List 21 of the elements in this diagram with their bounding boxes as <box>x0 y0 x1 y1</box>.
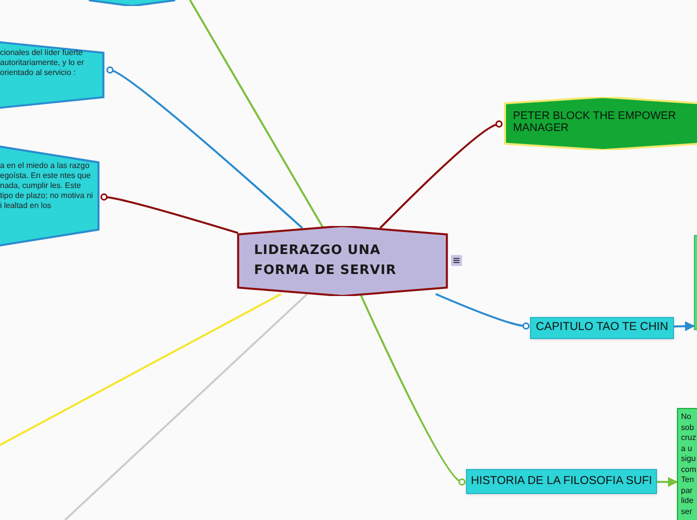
topic-text: LIDERAZGO UNA FORMA DE SERVIR <box>254 242 398 280</box>
topic-text: PETER BLOCK THE EMPOWER MANAGER <box>513 110 677 134</box>
topic-text: HISTORIA DE LA FILOSOFIA SUFI <box>470 474 652 489</box>
topic-hexagon <box>0 38 106 112</box>
topic-box <box>530 317 674 339</box>
topic-text: a en el miedo a las razgo egoísta. En este ntes que nada, cumplir les. Este tipo de plazo; no motiva ni i lealtad en los <box>0 161 94 211</box>
connector-line <box>655 476 678 487</box>
topic-text: CAPITULO TAO TE CHIN <box>536 320 668 336</box>
topic-text: No sob cruz a u sigu com Ten par lide ser <box>681 412 697 517</box>
connector-line <box>359 294 466 486</box>
connector-line <box>189 0 324 228</box>
connector-line <box>435 293 530 330</box>
topic-text: cionales del líder fuerte autoritariamente, y lo er orientado al servicio : <box>0 48 86 78</box>
central-topic-hexagon <box>236 226 449 296</box>
connector-line <box>64 293 308 520</box>
connector-line <box>106 66 303 229</box>
topic-box <box>466 469 657 494</box>
connector-line <box>0 293 282 446</box>
connector-line <box>100 193 238 234</box>
topic-hexagon <box>503 97 697 150</box>
connector-line <box>379 120 503 229</box>
